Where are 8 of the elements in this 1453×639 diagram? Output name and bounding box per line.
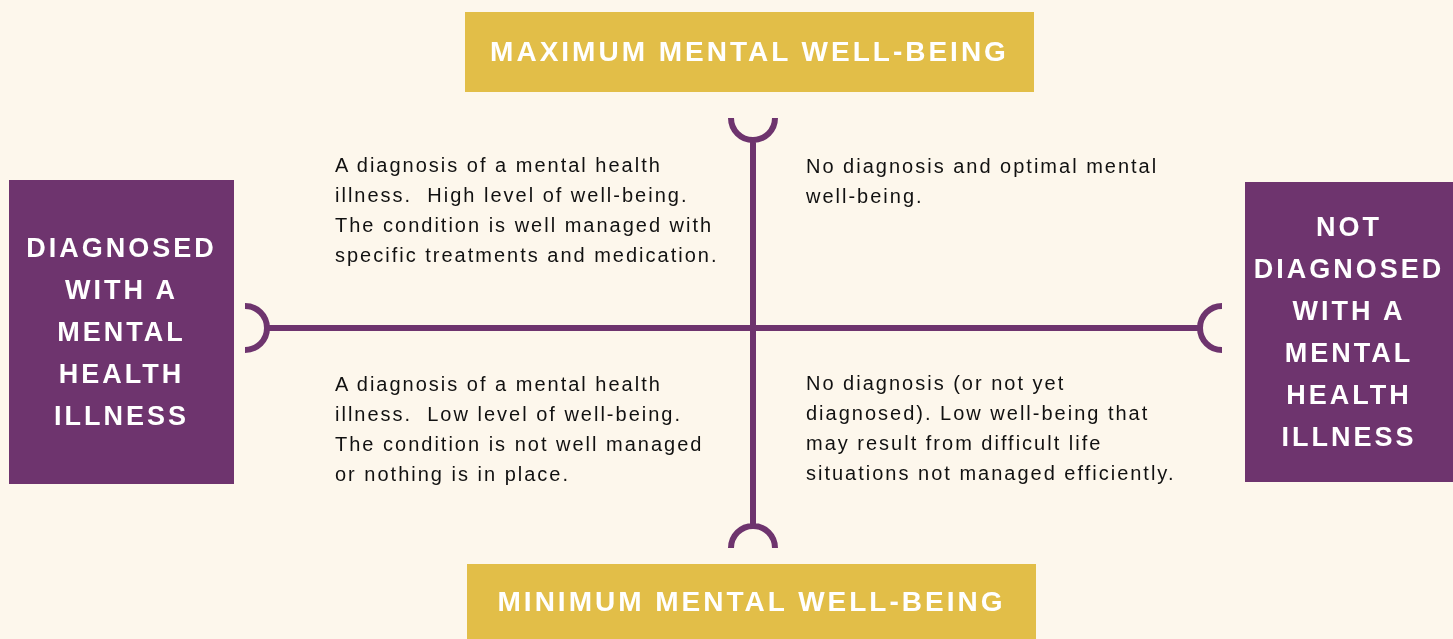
right-banner: NOT DIAGNOSED WITH A MENTAL HEALTH ILLNESS (1245, 182, 1453, 482)
quadrant-description: A diagnosis of a mental health illness. Low level of well-being. The condition is not well managed or nothing is in place. (335, 372, 705, 487)
quadrant-description: No diagnosis (or not yet diagnosed). Low well-being that may result from difficult life situations not managed efficiently. (806, 371, 1177, 486)
quadrant-description: No diagnosis and optimal mental well-being. (806, 154, 1160, 209)
top-banner: MAXIMUM MENTAL WELL-BEING (465, 12, 1034, 92)
left-banner: DIAGNOSED WITH A MENTAL HEALTH ILLNESS (9, 180, 234, 484)
quadrant-description: A diagnosis of a mental health illness. High level of well-being. The condition is well managed with specific treatments and medication. (335, 153, 720, 268)
bottom-banner: MINIMUM MENTAL WELL-BEING (467, 564, 1036, 639)
